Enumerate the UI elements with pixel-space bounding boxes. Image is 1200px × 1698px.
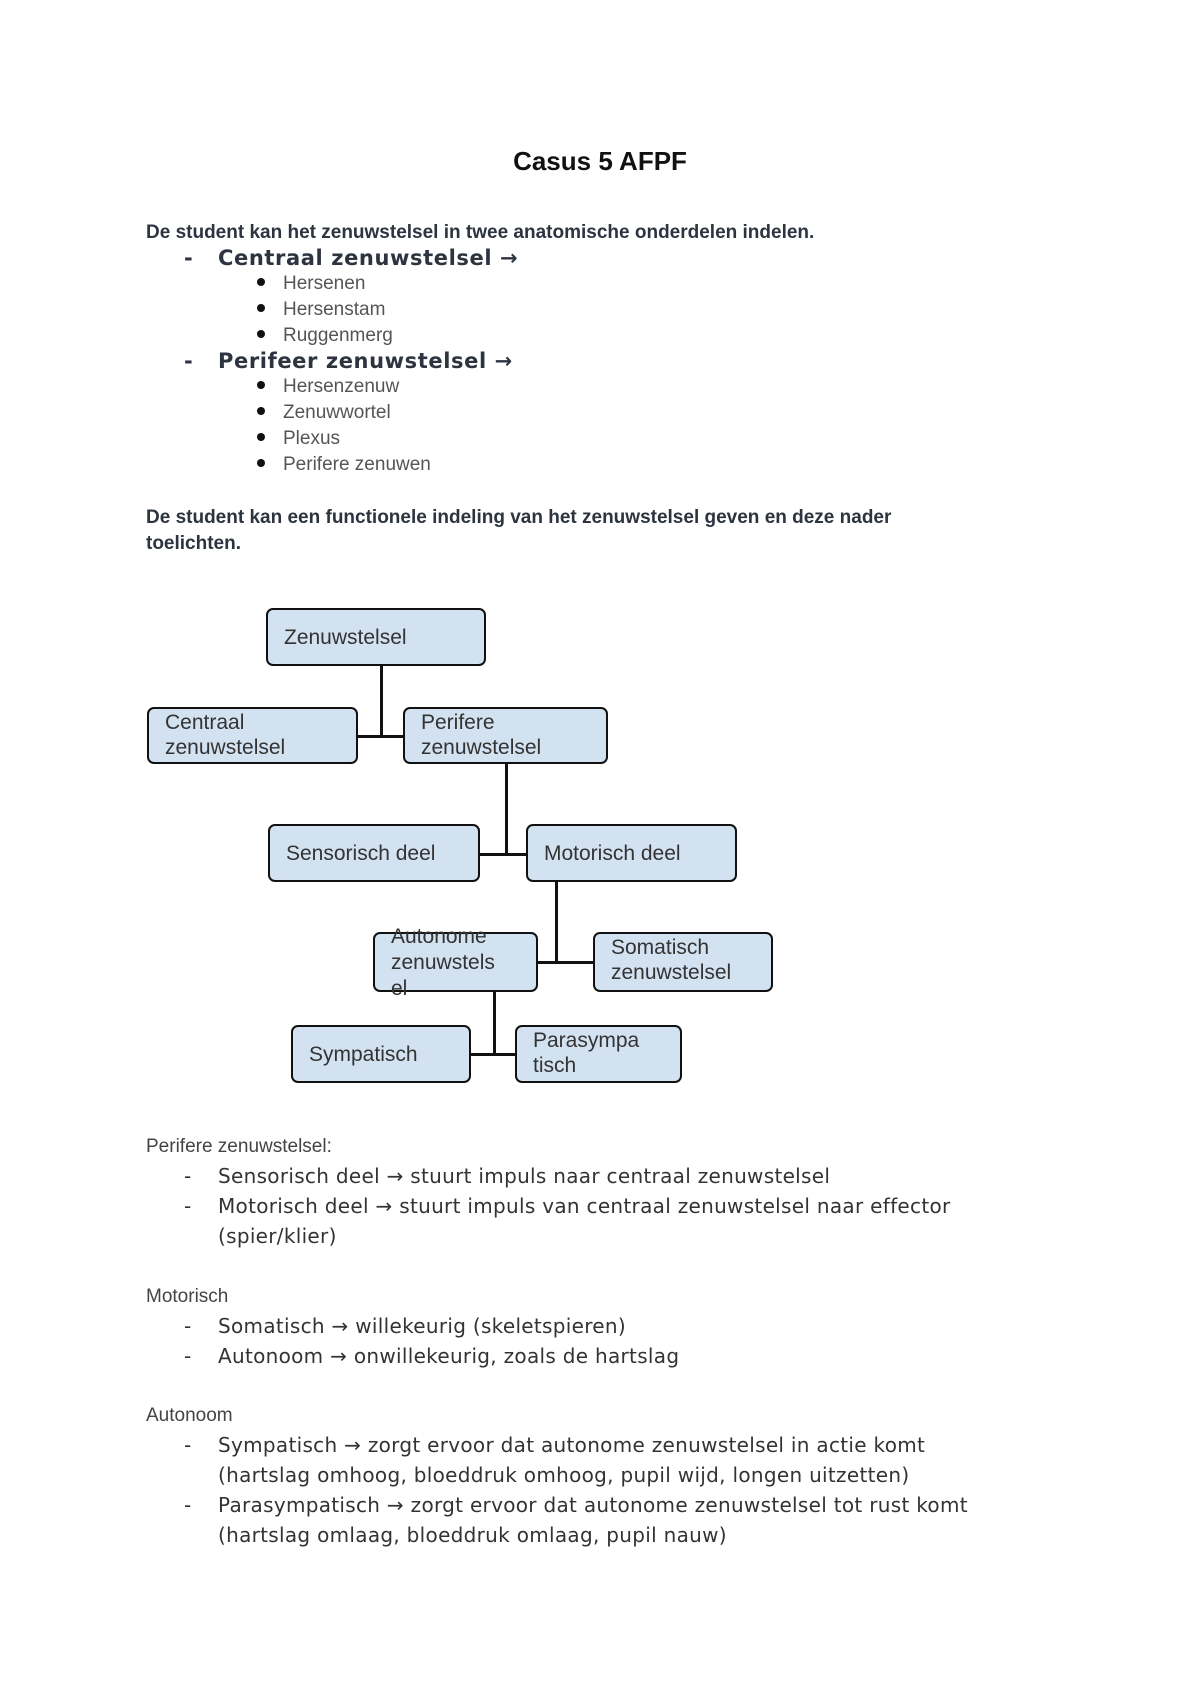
dash-marker: -	[184, 1194, 192, 1218]
list-text: Autonoom → onwillekeurig, zoals de harts…	[218, 1344, 680, 1368]
list-text: Somatisch → willekeurig (skeletspieren)	[218, 1314, 626, 1338]
list-text: Sensorisch deel → stuurt impuls naar cen…	[218, 1164, 831, 1188]
list-item: Zenuwwortel	[257, 402, 391, 424]
list-item: Hersenstam	[257, 299, 385, 321]
section-heading-anatomisch: De student kan het zenuwstelsel in twee …	[146, 222, 815, 243]
list-text-continuation: (hartslag omhoog, bloeddruk omhoog, pupi…	[218, 1463, 910, 1487]
node-label: Sympatisch	[309, 1042, 418, 1066]
section-heading-functioneel-1: De student kan een functionele indeling …	[146, 507, 892, 528]
bullet-text: Zenuwwortel	[283, 402, 391, 423]
node-label: Autonome	[391, 925, 487, 948]
node-label: el	[391, 977, 408, 1000]
bullet-text: Hersenzenuw	[283, 376, 400, 397]
node-label: Parasympa	[533, 1029, 640, 1052]
connector-line	[471, 1053, 516, 1056]
node-motorisch-deel: Motorisch deel	[526, 824, 737, 882]
connector-line	[380, 666, 383, 738]
bullet-icon	[257, 304, 265, 312]
bullet-text: Ruggenmerg	[283, 325, 393, 346]
node-label: zenuwstels	[391, 951, 495, 974]
group-label-perifeer: Perifeer zenuwstelsel →	[218, 349, 513, 373]
section-label-autonoom: Autonoom	[146, 1405, 233, 1426]
list-item: Perifere zenuwen	[257, 454, 431, 476]
page-title: Casus 5 AFPF	[513, 146, 687, 176]
node-label: Zenuwstelsel	[284, 625, 407, 649]
node-somatisch-zenuwstelsel: Somatisch zenuwstelsel	[593, 932, 773, 992]
dash-marker: -	[184, 1314, 192, 1338]
dash-marker: -	[184, 1493, 192, 1517]
dash-marker: -	[184, 1164, 192, 1188]
list-text-continuation: (spier/klier)	[218, 1224, 337, 1248]
bullet-text: Hersenen	[283, 273, 366, 294]
dash-marker: -	[184, 1433, 192, 1457]
dash-marker: -	[184, 1344, 192, 1368]
node-centraal-zenuwstelsel: Centraal zenuwstelsel	[147, 707, 358, 764]
node-label: Somatisch	[611, 936, 710, 959]
bullet-icon	[257, 433, 265, 441]
connector-line	[493, 992, 496, 1056]
list-item: Hersenzenuw	[257, 376, 399, 398]
list-item: - Sensorisch deel → stuurt impuls naar ce…	[184, 1164, 830, 1188]
list-item: Ruggenmerg	[257, 325, 393, 347]
list-item: - Parasympatisch → zorgt ervoor dat auton…	[184, 1493, 968, 1517]
connector-line	[505, 764, 508, 856]
node-perifere-zenuwstelsel: Perifere zenuwstelsel	[403, 707, 608, 764]
section-label-perifeer: Perifere zenuwstelsel:	[146, 1136, 332, 1157]
node-label: tisch	[533, 1054, 577, 1077]
list-item: - Sympatisch → zorgt ervoor dat autonome …	[184, 1433, 925, 1457]
node-label: Centraal	[165, 711, 245, 734]
section-label-motorisch: Motorisch	[146, 1286, 229, 1307]
list-item: Hersenen	[257, 273, 365, 295]
node-label: Motorisch deel	[544, 841, 681, 865]
node-label: zenuwstelsel	[421, 736, 542, 759]
node-label: zenuwstelsel	[165, 736, 286, 759]
connector-line	[478, 853, 528, 856]
list-text: Sympatisch → zorgt ervoor dat autonome z…	[218, 1433, 926, 1457]
list-text: Motorisch deel → stuurt impuls van centr…	[218, 1194, 951, 1218]
node-label: Perifere	[421, 711, 495, 734]
bullet-icon	[257, 407, 265, 415]
dash-marker: -	[184, 246, 194, 270]
list-item-centraal: -Centraal zenuwstelsel →	[184, 246, 518, 270]
list-item: - Somatisch → willekeurig (skeletspieren)	[184, 1314, 626, 1338]
connector-line	[357, 735, 405, 738]
node-label: zenuwstelsel	[611, 961, 732, 984]
bullet-text: Hersenstam	[283, 299, 386, 320]
list-text-continuation: (hartslag omlaag, bloeddruk omlaag, pupi…	[218, 1523, 727, 1547]
list-item: Plexus	[257, 428, 340, 450]
bullet-icon	[257, 278, 265, 286]
bullet-icon	[257, 381, 265, 389]
bullet-icon	[257, 459, 265, 467]
node-autonome-zenuwstelsel: Autonome zenuwstels el	[373, 925, 538, 1000]
list-item: - Autonoom → onwillekeurig, zoals de hart…	[184, 1344, 679, 1368]
node-sympatisch: Sympatisch	[291, 1025, 471, 1083]
bullet-text: Perifere zenuwen	[283, 454, 431, 475]
connector-line	[537, 961, 595, 964]
node-parasympatisch: Parasympa tisch	[515, 1025, 682, 1083]
dash-marker: -	[184, 349, 194, 373]
node-label: Sensorisch deel	[286, 841, 436, 865]
connector-line	[555, 882, 558, 964]
list-text: Parasympatisch → zorgt ervoor dat autono…	[218, 1493, 968, 1517]
node-zenuwstelsel: Zenuwstelsel	[266, 608, 486, 666]
bullet-text: Plexus	[283, 428, 341, 449]
list-item: - Motorisch deel → stuurt impuls van cent…	[184, 1194, 951, 1218]
list-item-perifeer: -Perifeer zenuwstelsel →	[184, 349, 513, 373]
bullet-icon	[257, 330, 265, 338]
section-heading-functioneel-2: toelichten.	[146, 533, 242, 554]
group-label-centraal: Centraal zenuwstelsel →	[218, 246, 519, 270]
node-sensorisch-deel: Sensorisch deel	[268, 824, 480, 882]
